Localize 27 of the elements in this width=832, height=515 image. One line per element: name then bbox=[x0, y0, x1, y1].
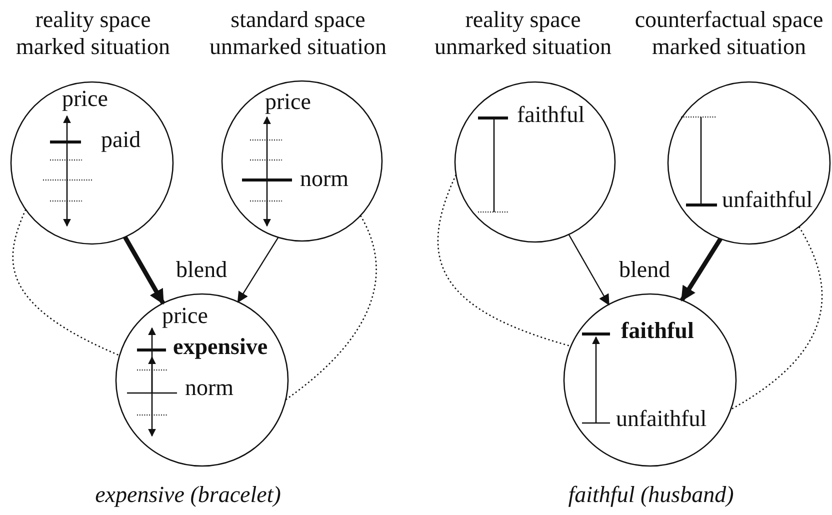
caption-text: faithful (husband) bbox=[568, 484, 734, 506]
arrow bbox=[123, 236, 166, 305]
scale-label: norm bbox=[185, 377, 234, 399]
connector-line-dotted bbox=[285, 215, 377, 400]
scale-label: price bbox=[62, 88, 108, 110]
scale-label: faithful bbox=[621, 320, 694, 342]
scale-label: price bbox=[265, 91, 311, 113]
connector-line-dotted bbox=[730, 226, 822, 410]
space-heading: counterfactual space marked situation bbox=[634, 6, 824, 60]
arrow bbox=[568, 234, 610, 306]
caption-text: expensive (bracelet) bbox=[95, 484, 281, 506]
scale-label: norm bbox=[300, 168, 349, 190]
space-heading: standard space unmarked situation bbox=[208, 6, 388, 60]
arrow bbox=[680, 238, 722, 302]
scale-label: unfaithful bbox=[616, 408, 707, 430]
connector-line-dotted bbox=[12, 209, 120, 356]
scale-label: faithful bbox=[517, 104, 585, 126]
arrow bbox=[237, 237, 279, 303]
space-heading: reality space unmarked situation bbox=[434, 6, 612, 60]
scale-label: paid bbox=[101, 129, 141, 151]
blend-label: blend bbox=[619, 259, 670, 281]
scale-label: expensive bbox=[173, 336, 268, 358]
blend-label: blend bbox=[176, 259, 228, 281]
scale-label: unfaithful bbox=[722, 189, 813, 211]
space-heading: reality space marked situation bbox=[15, 6, 171, 60]
scale-label: price bbox=[162, 305, 208, 327]
connector-line-dotted bbox=[438, 174, 572, 347]
